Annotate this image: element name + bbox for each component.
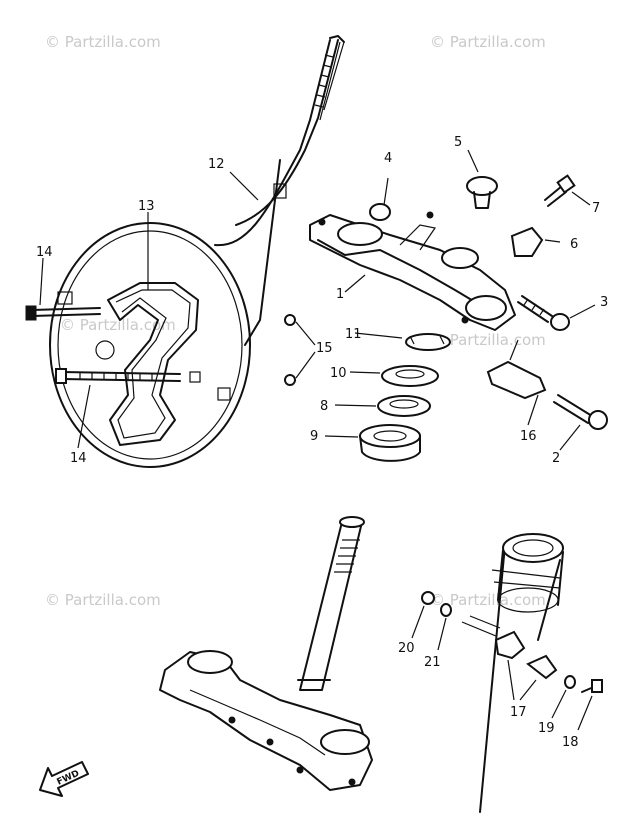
nut-20 — [411, 591, 435, 639]
nuts-15 — [284, 314, 316, 386]
callout-6: 6 — [570, 237, 578, 252]
callout-17: 17 — [510, 705, 527, 720]
callout-21: 21 — [424, 655, 441, 670]
bolt-5 — [466, 149, 498, 209]
bolt-18 — [577, 679, 603, 731]
callout-13: 13 — [138, 199, 155, 214]
plate-stay-bracket — [214, 35, 345, 346]
bolt-2 — [553, 394, 608, 451]
watermark: © Partzilla.com — [45, 591, 161, 609]
callout-16: 16 — [520, 429, 537, 444]
watermark: © Partzilla.com — [60, 316, 176, 334]
bearing-8 — [334, 395, 431, 417]
bolt-14-upper — [25, 305, 101, 321]
fork-tube — [479, 533, 564, 813]
watermark: © Partzilla.com — [45, 33, 161, 51]
callout-12: 12 — [208, 157, 225, 172]
callout-14: 14 — [70, 451, 87, 466]
washer-19 — [551, 675, 576, 719]
number-plate — [49, 222, 251, 468]
callout-9: 9 — [310, 429, 318, 444]
watermark: © Partzilla.com — [430, 33, 546, 51]
fwd-arrow-icon: FWD — [39, 761, 89, 797]
callout-3: 3 — [600, 295, 608, 310]
callout-14: 14 — [36, 245, 53, 260]
nut-4 — [369, 177, 391, 221]
callout-10: 10 — [330, 366, 347, 381]
bracket-17 — [461, 615, 558, 701]
lower-bracket — [159, 650, 373, 791]
clamp-16 — [486, 339, 547, 426]
bolt-14-lower — [55, 368, 181, 384]
callout-19: 19 — [538, 721, 555, 736]
steering-stem — [297, 516, 365, 691]
washer-21 — [437, 603, 452, 651]
upper-bracket — [309, 211, 516, 331]
callout-2: 2 — [552, 451, 560, 466]
callout-4: 4 — [384, 151, 392, 166]
callout-11: 11 — [345, 327, 362, 342]
watermark: © Partzilla.com — [430, 591, 546, 609]
ring-nut-11 — [354, 332, 451, 351]
bolt-3 — [517, 295, 596, 331]
callout-8: 8 — [320, 399, 328, 414]
callout-7: 7 — [592, 201, 600, 216]
callout-1: 1 — [336, 287, 344, 302]
callout-5: 5 — [454, 135, 462, 150]
callout-20: 20 — [398, 641, 415, 656]
bolt-7 — [544, 174, 591, 207]
callout-18: 18 — [562, 735, 579, 750]
callout-15: 15 — [316, 341, 333, 356]
holder-6 — [510, 226, 561, 257]
seal-10 — [349, 365, 439, 387]
bearing-race-9 — [324, 424, 421, 462]
